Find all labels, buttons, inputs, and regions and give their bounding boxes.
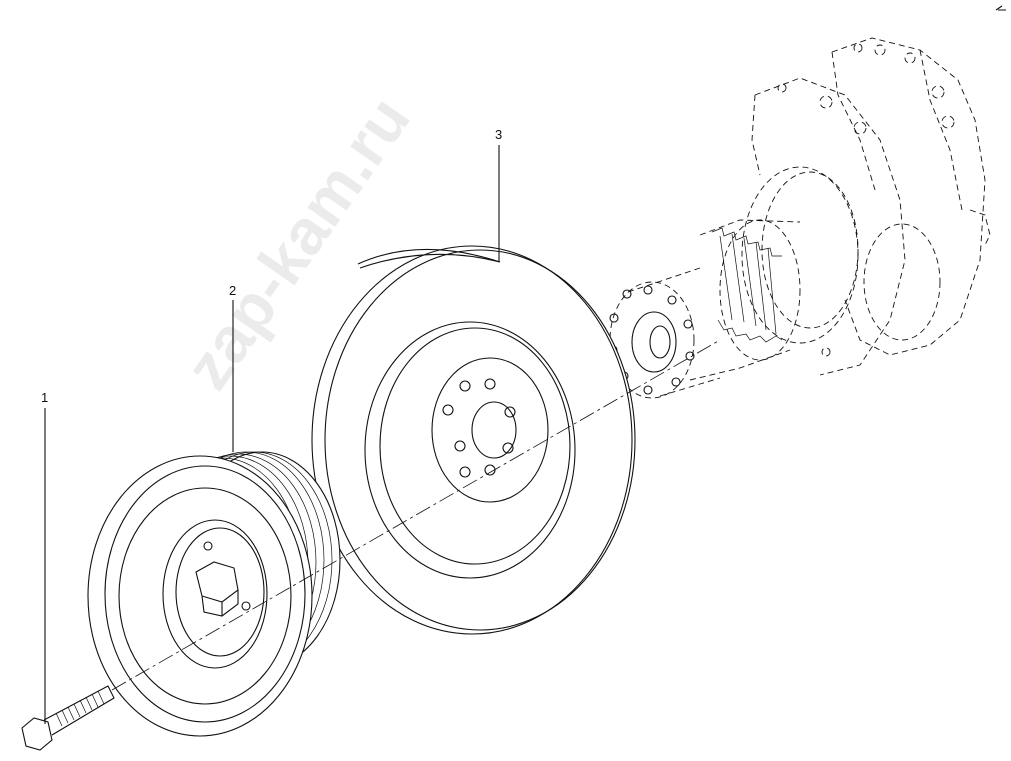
corner-mark-icon bbox=[995, 5, 1006, 11]
bolt bbox=[21, 685, 115, 751]
vibration-damper bbox=[311, 245, 636, 635]
callout-3: 3 bbox=[495, 127, 503, 142]
callout-2: 2 bbox=[229, 283, 237, 298]
callout-1: 1 bbox=[41, 390, 49, 405]
center-axis bbox=[111, 339, 721, 691]
crankshaft bbox=[608, 37, 991, 399]
pulley bbox=[87, 451, 341, 737]
